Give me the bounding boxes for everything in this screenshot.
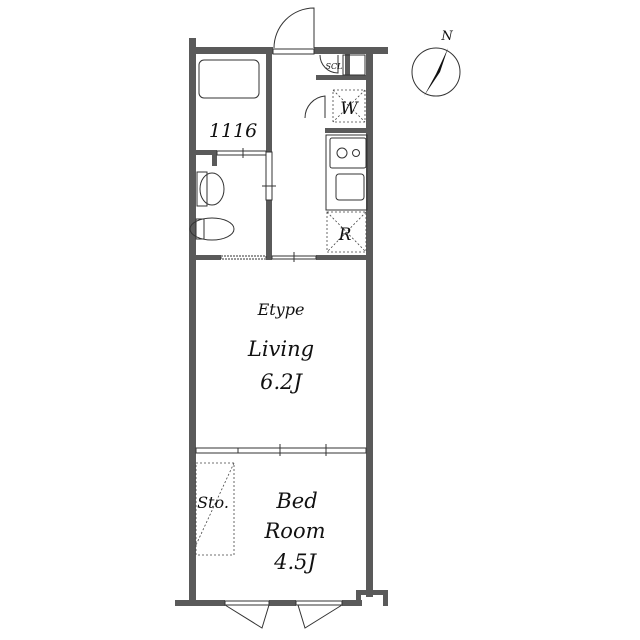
bedroom-name-line2: Room [263,519,325,543]
bedroom-name-line1: Bed [275,489,317,513]
storage-label: Sto. [197,493,229,512]
unit-number: 1116 [209,120,257,142]
living-room-name: Living [247,337,314,361]
shoe-closet-label: SCL [326,62,343,71]
walls [175,38,388,606]
unit-type-label: Etype [257,300,305,319]
doors-and-windows [189,7,368,629]
refrigerator-label: R [338,225,352,245]
washer-label: W [340,99,359,119]
compass: N [411,29,461,97]
living-room-size: 6.2J [260,370,303,394]
dashed-fixtures [195,89,367,556]
bedroom-size: 4.5J [273,550,317,574]
compass-north-label: N [440,29,453,44]
